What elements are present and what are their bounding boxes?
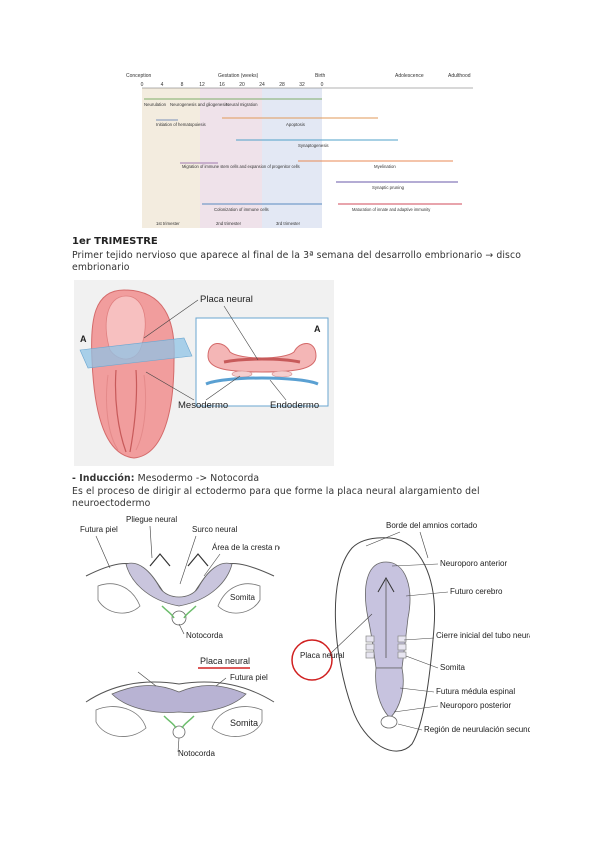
age-label: Adolescence <box>395 73 424 79</box>
tick-label: 28 <box>279 82 285 88</box>
neural-fold-cross-sections: Futura piel Pliegue neural Surco neural … <box>80 514 280 762</box>
label-surco-neural: Surco neural <box>192 525 238 534</box>
plane-label-a: A <box>80 334 87 344</box>
somite-block <box>398 636 406 642</box>
label-mesodermo: Mesodermo <box>178 400 228 411</box>
paragraph-2-line-2: neuroectodermo <box>72 498 532 510</box>
age-label: Gestation (weeks) <box>218 73 259 79</box>
leader-line <box>216 678 226 686</box>
label-notocorda-top: Notocorda <box>186 631 223 640</box>
tick-label: 4 <box>161 82 164 88</box>
fold-arrows <box>150 554 208 566</box>
process-label: Neurulation <box>144 102 167 107</box>
somite-left-bottom <box>96 707 146 737</box>
mesoderm-right <box>272 371 292 377</box>
label-borde-amnios: Borde del amnios cortado <box>386 521 478 530</box>
embryo-dorsal-view: Placa neural Borde del amnios cortado Ne… <box>290 518 530 764</box>
label-placa-neural: Placa neural <box>200 294 253 305</box>
process-label: Migration of immune stem cells and expan… <box>182 164 300 169</box>
process-label: Apoptosis <box>286 122 305 127</box>
label-area-cresta: Área de la cresta neural <box>212 543 280 552</box>
leader-line <box>420 532 428 558</box>
somite-block <box>366 636 374 642</box>
section-heading: 1er TRIMESTRE <box>72 236 158 247</box>
label-region-neurulacion: Región de neurulación secundaria <box>424 725 530 734</box>
process-label: Maturation of innate and adaptive immuni… <box>352 207 431 212</box>
somite-block <box>398 644 406 650</box>
label-placa-neural-line1: Placa neural <box>300 651 345 660</box>
tick-label: 24 <box>259 82 265 88</box>
placa-neural-highlight-circle <box>292 640 332 680</box>
label-placa-neural-fig2: Placa neural <box>200 656 250 666</box>
leader-line <box>138 672 156 686</box>
paragraph-2: Es el proceso de dirigir al ectodermo pa… <box>72 486 532 510</box>
label-futura-piel-top: Futura piel <box>80 525 118 534</box>
trimester-label: 1st trimester <box>156 221 180 226</box>
secondary-neurulation-region <box>381 716 397 728</box>
somite-left-top <box>98 584 140 613</box>
process-label: Colonization of immune cells <box>214 207 269 212</box>
induction-text: Mesodermo -> Notocorda <box>135 473 260 484</box>
process-label: Synaptic pruning <box>372 185 405 190</box>
label-somita: Somita <box>440 663 465 672</box>
process-label: Synaptogenesis <box>298 143 329 148</box>
leader-line <box>96 536 110 568</box>
process-label: Neural migration <box>226 102 258 107</box>
somite-block <box>398 652 406 658</box>
inset-label-a: A <box>314 324 321 334</box>
label-futura-medula: Futura médula espinal <box>436 687 515 696</box>
label-somita-bottom: Somita <box>230 718 258 728</box>
trimester-3-band <box>262 88 322 228</box>
age-label: Adulthood <box>448 73 471 79</box>
label-pliegue-neural: Pliegue neural <box>126 515 177 524</box>
tick-label: 12 <box>199 82 205 88</box>
label-futura-piel-bottom: Futura piel <box>230 673 268 682</box>
notochord-bottom <box>173 726 185 738</box>
neural-plate-bottom <box>112 686 246 713</box>
tick-label: 16 <box>219 82 225 88</box>
somite-block <box>366 644 374 650</box>
trimester-label: 3rd trimester <box>276 221 301 226</box>
development-timeline-figure: Conception Gestation (weeks) Birth Adole… <box>118 68 478 228</box>
age-label: Birth <box>315 73 326 79</box>
mesoderm-left <box>232 371 252 377</box>
label-somita-top: Somita <box>230 593 255 602</box>
neural-plate-figure: A A Placa neural Mesodermo Endodermo <box>74 280 334 466</box>
age-label: Conception <box>126 73 152 79</box>
leader-line <box>179 624 184 634</box>
trimester-label: 2nd trimester <box>216 221 242 226</box>
tick-label: 32 <box>299 82 305 88</box>
paragraph-1-line-1: Primer tejido nervioso que aparece al fi… <box>72 250 532 262</box>
neural-fold-top <box>126 563 232 606</box>
process-label: Myelination <box>374 164 396 169</box>
tick-label: 0 <box>321 82 324 88</box>
label-endodermo: Endodermo <box>270 400 319 411</box>
notochord-top <box>172 611 186 625</box>
label-futuro-cerebro: Futuro cerebro <box>450 587 503 596</box>
label-neuroporo-posterior: Neuroporo posterior <box>440 701 511 710</box>
process-label: Initiation of hematopoiesis <box>156 122 206 127</box>
paragraph-1-line-2: embrionario <box>72 262 532 274</box>
tick-label: 20 <box>239 82 245 88</box>
leader-line <box>150 526 152 558</box>
trimester-1-band <box>142 88 200 228</box>
paragraph-1: Primer tejido nervioso que aparece al fi… <box>72 250 532 274</box>
paragraph-2-line-1: Es el proceso de dirigir al ectodermo pa… <box>72 486 532 498</box>
tick-label: 8 <box>181 82 184 88</box>
induction-label: - Inducción: <box>72 473 135 484</box>
process-label: Neurogenesis and gliogenesis <box>170 102 228 107</box>
label-cierre-inicial: Cierre inicial del tubo neural <box>436 631 530 640</box>
induction-line: - Inducción: Mesodermo -> Notocorda <box>72 473 532 485</box>
label-notocorda-bottom: Notocorda <box>178 749 215 758</box>
somite-block <box>366 652 374 658</box>
label-neuroporo-anterior: Neuroporo anterior <box>440 559 507 568</box>
tick-label: 0 <box>141 82 144 88</box>
